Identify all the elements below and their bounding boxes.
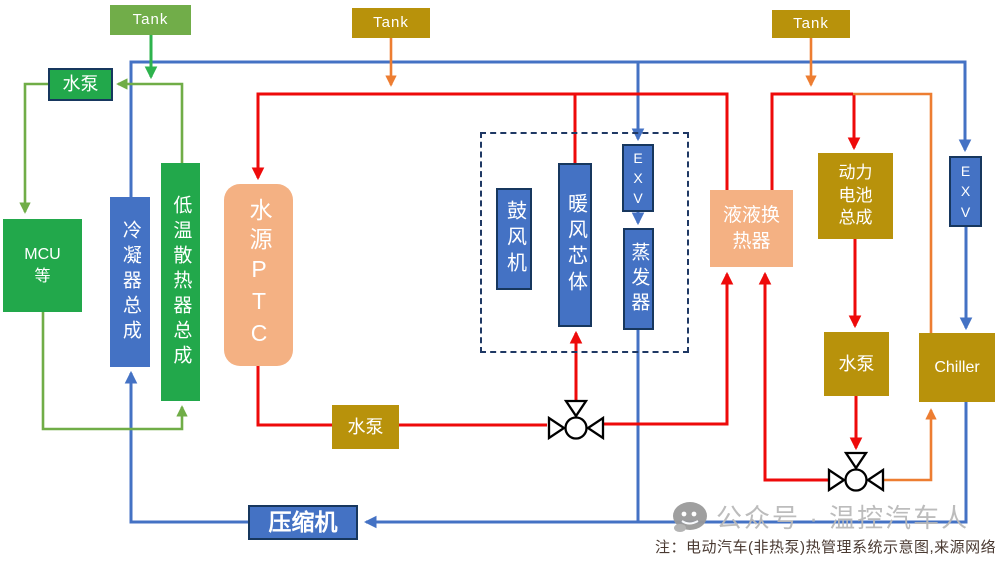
node-compressor: 压缩机 (248, 505, 358, 540)
pipe-valve-to-chiller-bottom (884, 408, 937, 482)
pipe-radiator-to-pump-left (116, 78, 184, 163)
node-mcu: MCU 等 (3, 219, 82, 312)
node-lt-radiator-assembly: 低温散热器总成 (161, 163, 200, 401)
pipe-valve-to-hx-right (758, 271, 828, 482)
node-water-pump-mid: 水泵 (332, 405, 399, 449)
node-exv-right: E X V (949, 156, 982, 227)
node-exv-mid: E X V (622, 144, 654, 212)
pipe-ptc-to-pump-mid (256, 366, 332, 427)
node-condenser-assembly: 冷凝器总成 (110, 197, 150, 367)
node-blower: 鼓风机 (496, 188, 532, 290)
pipe-pump-left-to-mcu (19, 82, 48, 214)
pipe-condenser-to-exv-right (129, 60, 972, 197)
pipe-mcu-to-radiator (41, 312, 188, 431)
three-way-valve-mid (547, 399, 605, 441)
pipe-chiller-to-compressor (363, 402, 968, 529)
pipe-hx-to-ptc (251, 92, 729, 190)
node-chiller: Chiller (919, 333, 995, 402)
node-tank-mid: Tank (352, 8, 430, 38)
three-way-valve-right (827, 451, 885, 493)
caption-note: 注：电动汽车(非热泵)热管理系统示意图,来源网络 (655, 539, 997, 556)
hvac-unit-dashed-boundary (480, 132, 689, 353)
node-tank-right: Tank (772, 10, 850, 38)
node-tank-left: Tank (110, 5, 191, 35)
pipe-hx-out-to-battery-line (770, 92, 853, 190)
watermark-text: 公众号 · 温控汽车人 (716, 503, 970, 533)
pipe-valve-to-hx-left (603, 271, 734, 426)
node-heater-core: 暖风芯体 (558, 163, 592, 327)
pipe-line-to-chiller-top (853, 92, 933, 333)
watermark: 公众号 · 温控汽车人 (672, 498, 969, 535)
pipe-compressor-to-condenser (124, 370, 248, 524)
node-liquid-liquid-hx: 液液换 热器 (710, 190, 793, 267)
wechat-official-account-icon (673, 501, 707, 532)
node-power-battery-assembly: 动力 电池 总成 (818, 153, 893, 239)
node-water-ptc-heater: 水源PTC (224, 184, 293, 366)
node-water-pump-left: 水泵 (48, 68, 113, 101)
node-evaporator: 蒸发器 (623, 228, 654, 330)
node-water-pump-right: 水泵 (824, 332, 889, 396)
